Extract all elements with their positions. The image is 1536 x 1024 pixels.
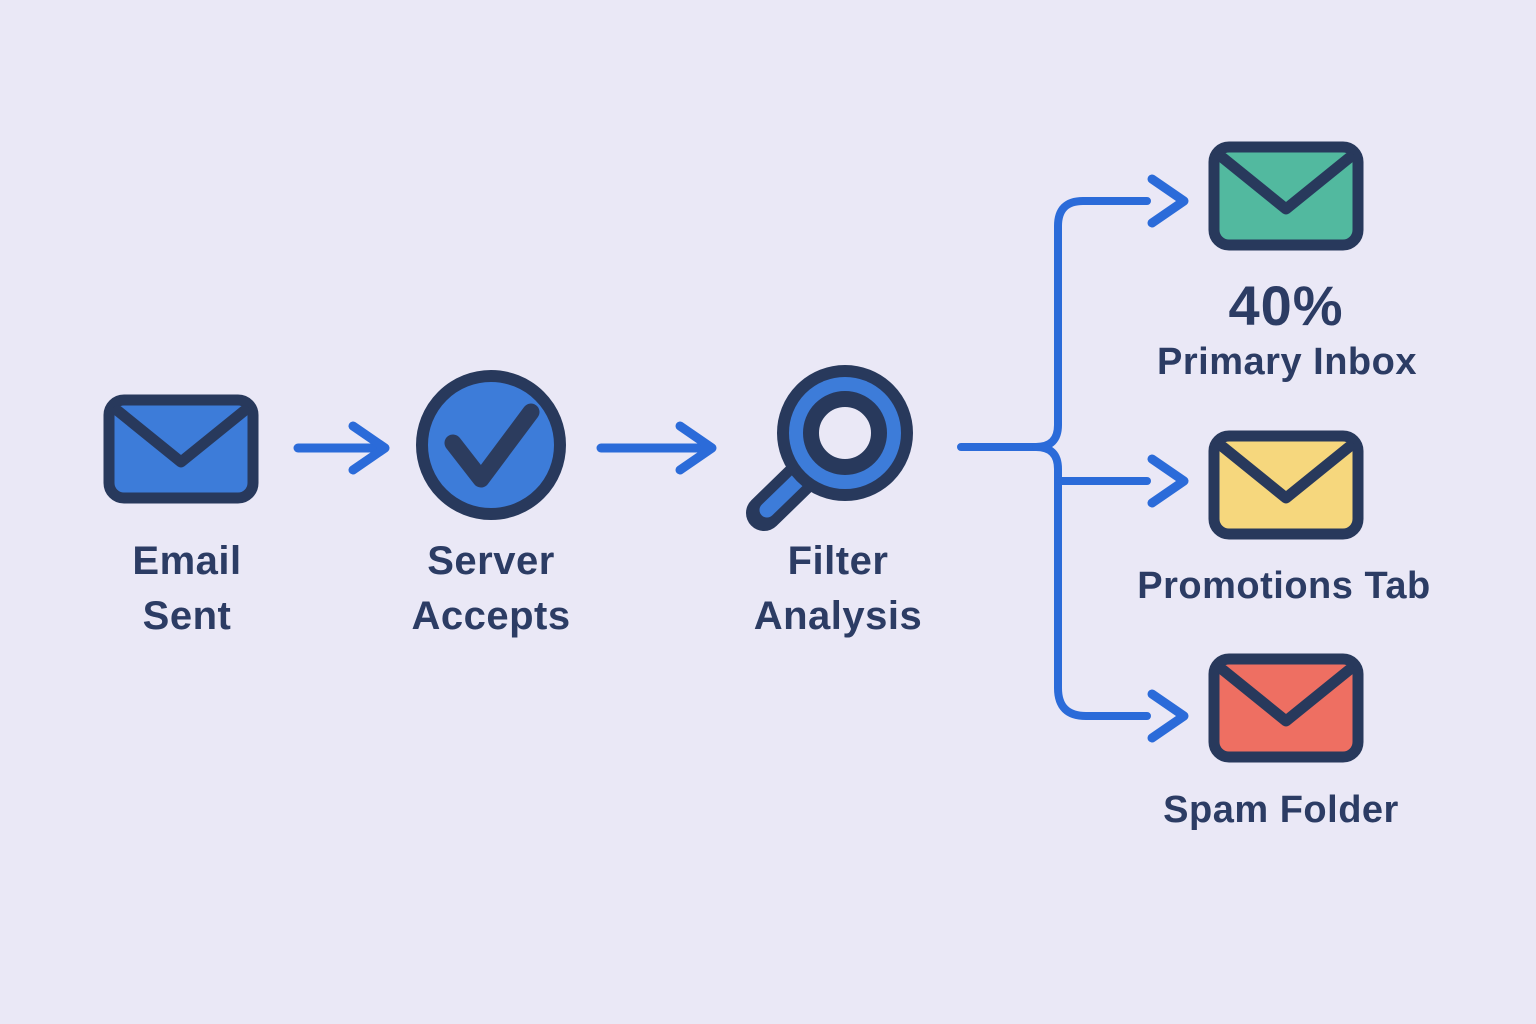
envelope-body [1208, 653, 1364, 763]
stage-label-email-sent: Email Sent [132, 539, 242, 638]
envelope-body [103, 394, 259, 504]
magnifier-handle [759, 470, 808, 518]
magnifier-icon [746, 365, 913, 531]
outcome-label-primary-inbox: Primary Inbox [1157, 341, 1417, 383]
envelope-flap [1217, 441, 1355, 504]
envelope-icon [1208, 141, 1364, 251]
stage-label-filter-analysis: Filter Analysis [753, 539, 923, 638]
envelope-flap [112, 405, 250, 468]
branch-connector [957, 174, 1189, 743]
envelope-icon [1208, 653, 1364, 763]
outcome-label-spam-folder: Spam Folder [1163, 789, 1399, 831]
arrow-email-to-server-icon [293, 421, 390, 475]
envelope-icon [103, 394, 259, 504]
magnifier-lens-hole [803, 391, 887, 475]
stage-label-server-accepts: Server Accepts [411, 539, 571, 638]
primary-inbox-percentage: 40% [1228, 274, 1344, 337]
envelope-flap [1217, 664, 1355, 727]
check-circle-icon [416, 370, 566, 520]
envelope-icon [1208, 430, 1364, 540]
envelope-body [1208, 430, 1364, 540]
check-mark [444, 403, 540, 488]
branch-arrowheads [1147, 174, 1189, 743]
check-circle-body [416, 370, 566, 520]
outcome-label-promotions-tab: Promotions Tab [1137, 565, 1431, 607]
envelope-flap [1217, 152, 1355, 215]
envelope-body [1208, 141, 1364, 251]
arrow-server-to-filter-icon [596, 421, 717, 475]
